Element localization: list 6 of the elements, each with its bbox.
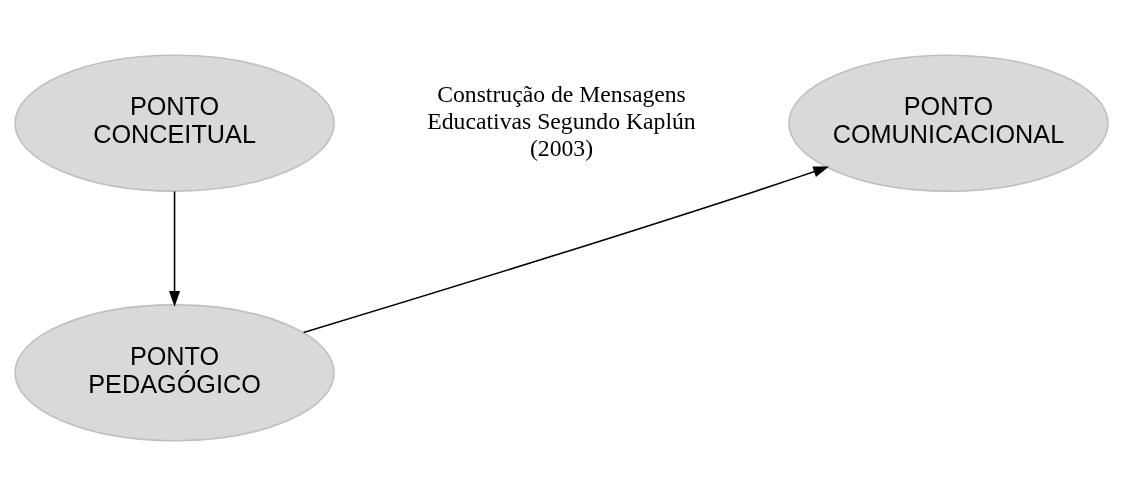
node-ellipse: PONTO COMUNICACIONAL (788, 54, 1109, 192)
arrow (302, 165, 830, 333)
node-ellipse: PONTO CONCEITUAL (14, 54, 335, 192)
arrow (169, 190, 181, 307)
label: Construção de Mensagens Educativas Segundo Kaplún (2003) (427, 80, 696, 161)
node-ellipse: PONTO PEDAGÓGICO (14, 303, 335, 441)
